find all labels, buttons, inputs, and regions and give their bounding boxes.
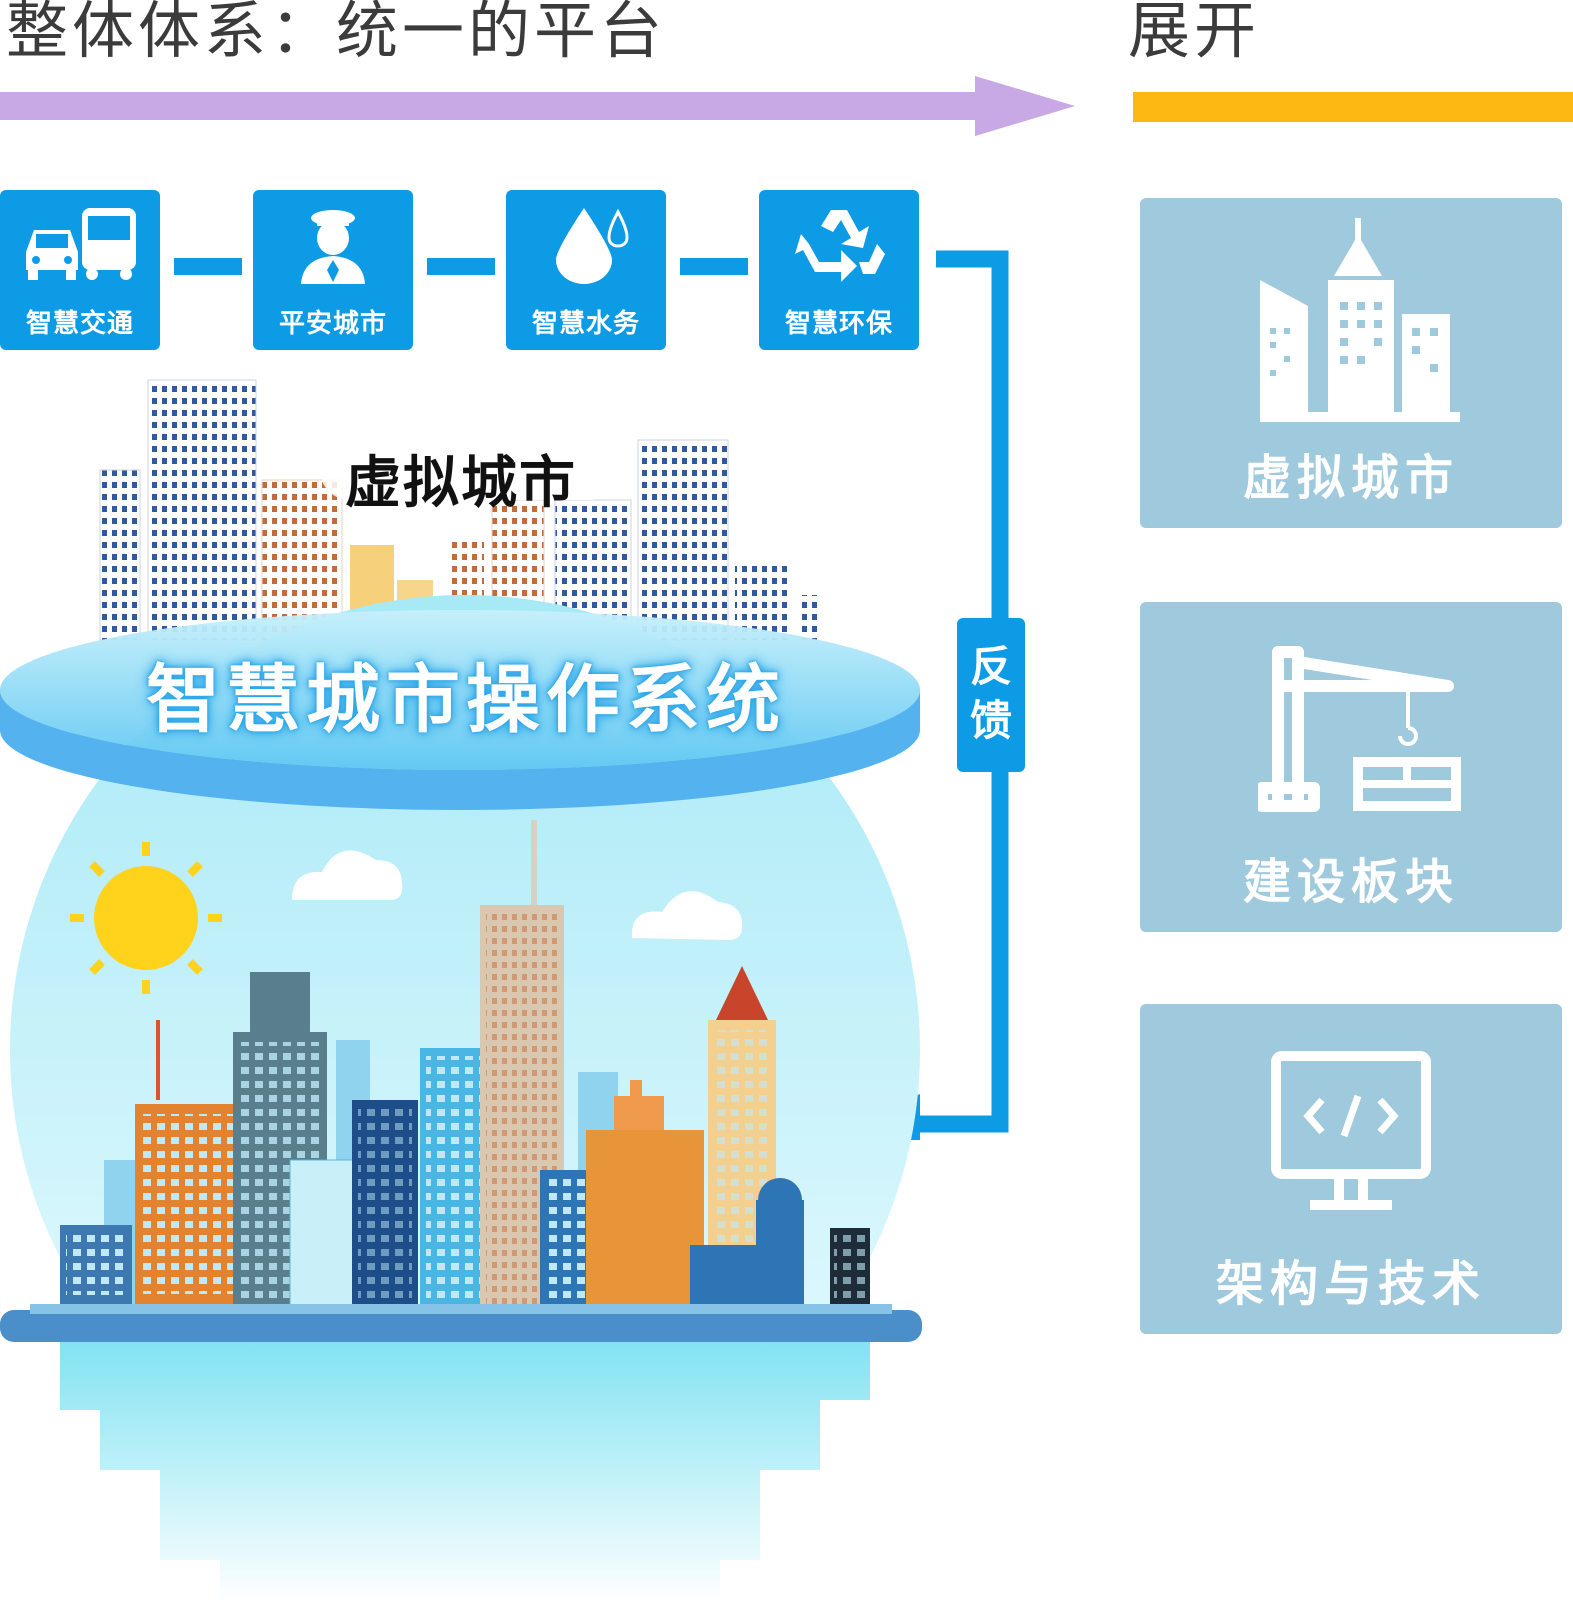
module-label: 智慧环保 [784,309,893,339]
police-icon [301,210,365,284]
water-drop-icon [556,208,629,284]
traffic-icon [26,208,136,280]
module-connector [427,258,495,275]
card-label: 架构与技术 [1215,1256,1486,1312]
card-construction[interactable]: 建设板块 [1140,602,1562,932]
buildings-icon [1260,218,1460,422]
module-smart-water[interactable]: 智慧水务 [506,190,666,350]
sun-icon [70,842,222,994]
module-connector [680,258,748,275]
page-title: 整体体系：统一的平台 [6,0,667,67]
platform-arrow [0,76,1075,136]
feedback-label: 反馈 [970,642,1013,745]
module-safe-city[interactable]: 平安城市 [253,190,413,350]
card-virtual-city[interactable]: 虚拟城市 [1140,198,1562,528]
card-label: 建设板块 [1242,854,1459,910]
recycle-icon [795,210,885,282]
crane-icon [1258,646,1461,812]
module-smart-traffic[interactable]: 智慧交通 [0,190,160,350]
virtual-city-label: 虚拟城市 [345,451,577,516]
feedback-badge: 反馈 [957,618,1025,772]
expand-bar [1133,92,1573,122]
module-label: 智慧交通 [25,309,134,339]
code-monitor-icon [1271,1051,1431,1210]
module-label: 智慧水务 [531,309,640,339]
smart-city-illustration [0,379,922,1604]
card-architecture[interactable]: 架构与技术 [1140,1004,1562,1334]
os-label: 智慧城市操作系统 [146,657,786,743]
card-label: 虚拟城市 [1242,450,1459,506]
expand-title: 展开 [1128,0,1261,67]
module-connector [174,258,242,275]
module-smart-environment[interactable]: 智慧环保 [759,190,919,350]
module-label: 平安城市 [278,309,387,339]
